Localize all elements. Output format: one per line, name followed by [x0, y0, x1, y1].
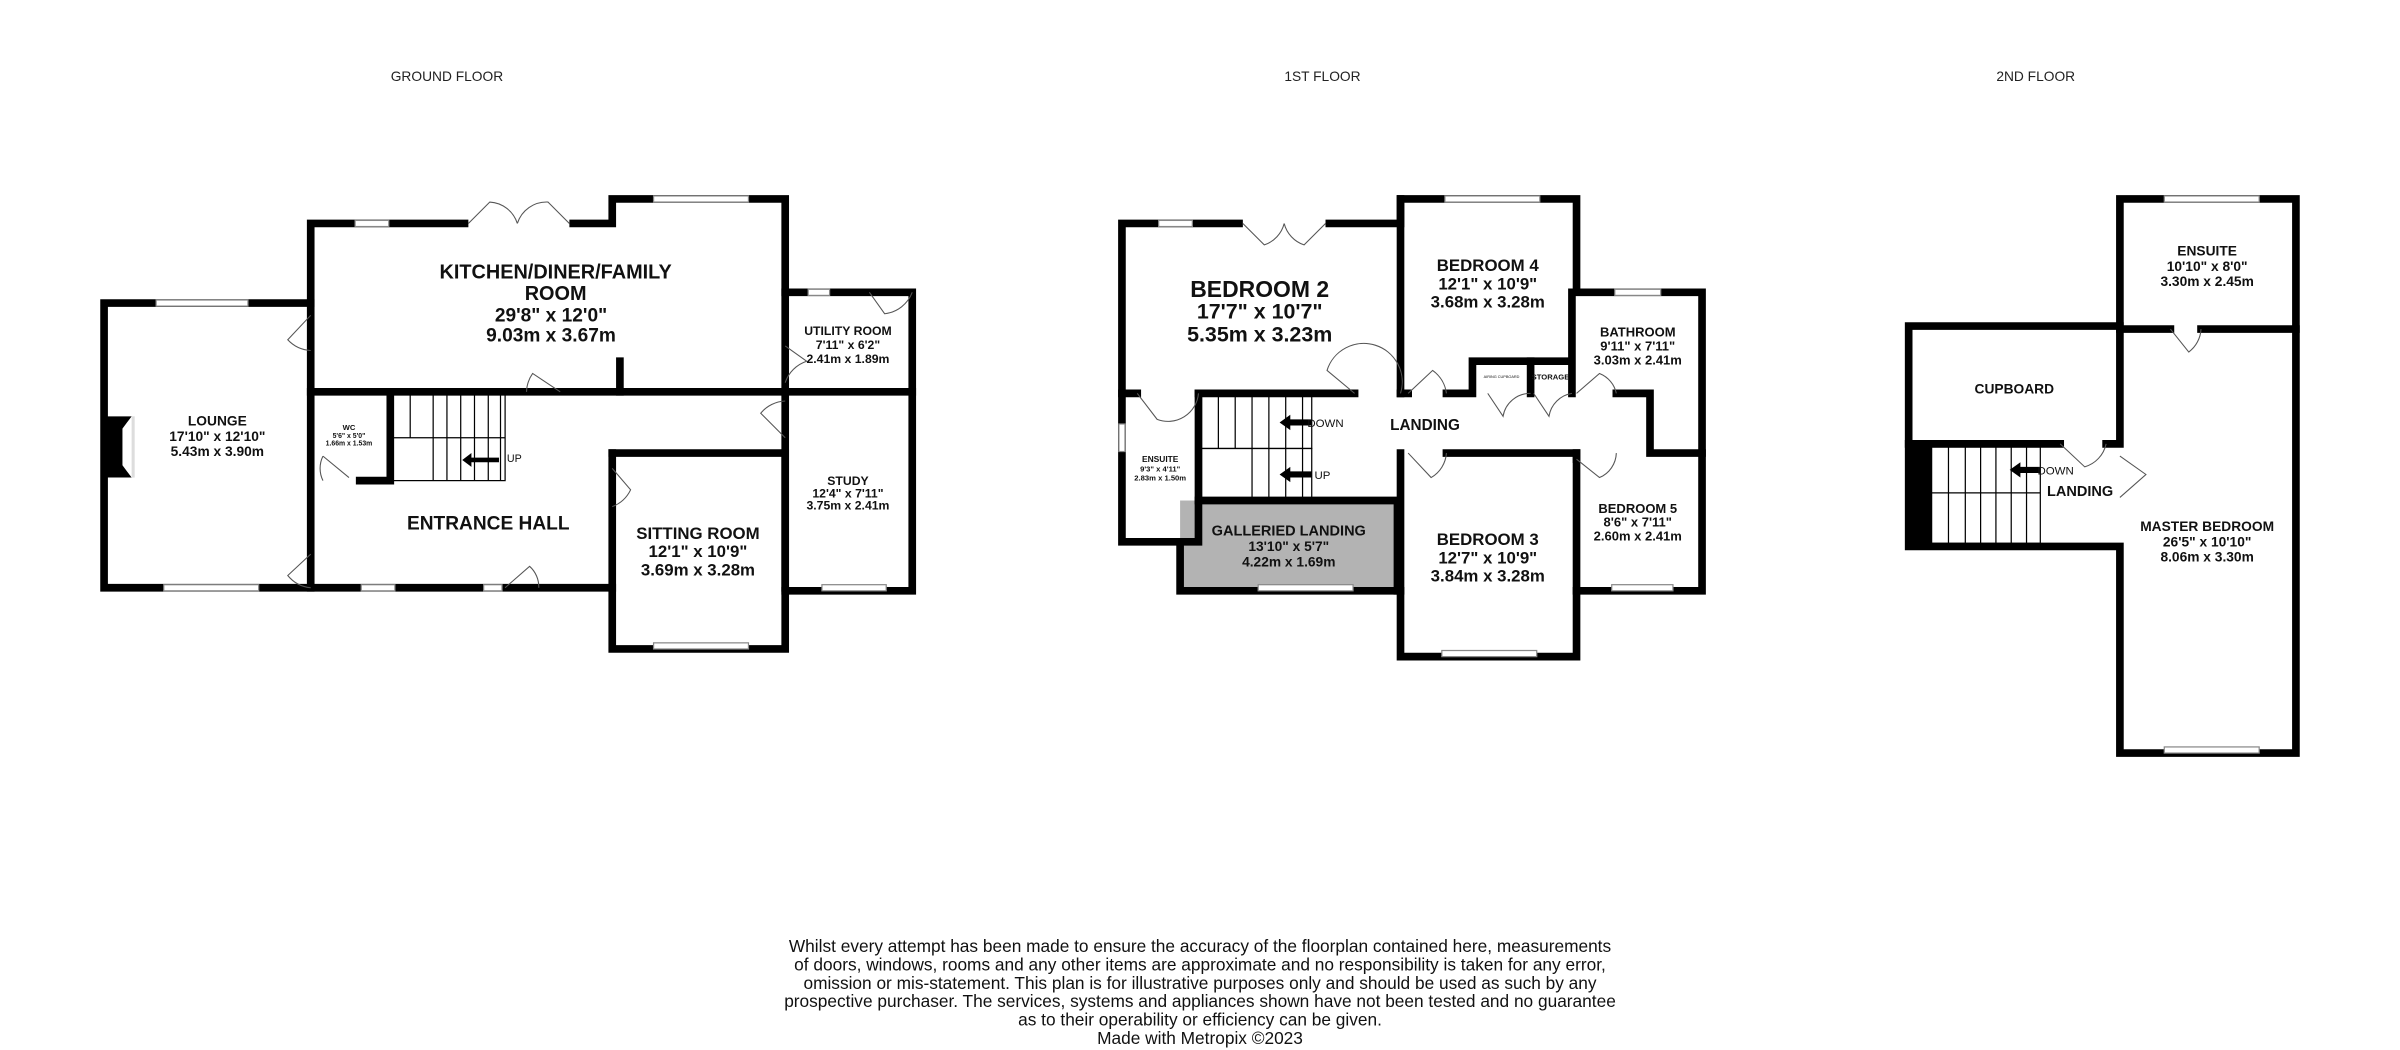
arrow-icon: [462, 453, 499, 467]
svg-text:12'4" x 7'11": 12'4" x 7'11": [812, 486, 883, 500]
svg-text:BEDROOM 4: BEDROOM 4: [1437, 256, 1540, 275]
svg-text:as to their operability or eff: as to their operability or efficiency ca…: [1018, 1010, 1382, 1030]
svg-text:8.06m x 3.30m: 8.06m x 3.30m: [2160, 550, 2253, 565]
staircase: DOWN: [1931, 446, 2074, 544]
svg-text:1.66m x 1.53m: 1.66m x 1.53m: [326, 440, 373, 447]
galleried-landing-fill: [1180, 500, 1398, 591]
svg-text:29'8" x 12'0": 29'8" x 12'0": [495, 305, 607, 326]
svg-text:5'6" x 5'0": 5'6" x 5'0": [333, 433, 366, 440]
ground-floor-plan: UP KITCHEN/DINER/FAMILY ROOM 29'8" x 12'…: [100, 195, 917, 653]
arrow-icon: [1279, 414, 1312, 431]
svg-text:omission or mis-statement. Thi: omission or mis-statement. This plan is …: [803, 973, 1596, 993]
room-master-bedroom: MASTER BEDROOM 26'5" x 10'10" 8.06m x 3.…: [2140, 519, 2274, 565]
svg-text:LOUNGE: LOUNGE: [188, 414, 247, 429]
svg-text:17'10" x 12'10": 17'10" x 12'10": [169, 429, 265, 444]
svg-text:3.84m x 3.28m: 3.84m x 3.28m: [1431, 567, 1545, 586]
svg-text:UTILITY ROOM: UTILITY ROOM: [804, 324, 891, 338]
room-wc: WC 5'6" x 5'0" 1.66m x 1.53m: [326, 423, 373, 447]
stairs-up-label: UP: [1314, 470, 1330, 482]
disclaimer: Whilst every attempt has been made to en…: [784, 936, 1616, 1048]
room-lounge: LOUNGE 17'10" x 12'10" 5.43m x 3.90m: [169, 414, 265, 460]
copyright: Made with Metropix ©2023: [1097, 1028, 1303, 1048]
fireplace: [107, 416, 132, 478]
room-utility: UTILITY ROOM 7'11" x 6'2" 2.41m x 1.89m: [804, 324, 891, 366]
svg-text:of doors, windows, rooms and a: of doors, windows, rooms and any other i…: [794, 954, 1606, 974]
arrow-icon: [2009, 462, 2041, 478]
svg-text:9'11" x 7'11": 9'11" x 7'11": [1600, 339, 1675, 354]
svg-text:3.75m x 2.41m: 3.75m x 2.41m: [806, 499, 889, 513]
room-landing: LANDING: [1390, 417, 1460, 434]
svg-text:GALLERIED LANDING: GALLERIED LANDING: [1212, 524, 1366, 540]
svg-text:2.41m x 1.89m: 2.41m x 1.89m: [806, 352, 889, 366]
staircase: UP: [392, 394, 522, 482]
svg-text:2.83m x 1.50m: 2.83m x 1.50m: [1134, 474, 1186, 483]
svg-text:3.68m x 3.28m: 3.68m x 3.28m: [1431, 293, 1545, 312]
svg-text:9.03m x 3.67m: 9.03m x 3.67m: [486, 325, 616, 346]
stairs-down-label: DOWN: [2037, 465, 2073, 477]
room-bedroom-5: BEDROOM 5 8'6" x 7'11" 2.60m x 2.41m: [1594, 501, 1682, 544]
svg-text:2.60m x 2.41m: 2.60m x 2.41m: [1594, 528, 1682, 543]
svg-text:17'7" x 10'7": 17'7" x 10'7": [1197, 299, 1323, 323]
room-landing-2nd: LANDING: [2047, 484, 2113, 500]
svg-text:26'5" x 10'10": 26'5" x 10'10": [2163, 534, 2251, 549]
floor-title-first: 1ST FLOOR: [1284, 69, 1360, 84]
svg-text:ENSUITE: ENSUITE: [2177, 244, 2237, 259]
room-airing-cupboard: AIRING CUPBOARD: [1484, 375, 1520, 379]
svg-text:WC: WC: [343, 423, 356, 432]
svg-text:3.30m x 2.45m: 3.30m x 2.45m: [2160, 274, 2253, 289]
svg-text:KITCHEN/DINER/FAMILY: KITCHEN/DINER/FAMILY: [439, 262, 671, 284]
floor-title-ground: GROUND FLOOR: [391, 69, 503, 84]
second-floor-plan: DOWN ENSUITE 10'10" x 8'0" 3.30m x 2.45m…: [1904, 195, 2300, 757]
first-floor-plan: DOWN UP BEDROOM 2 17'7" x 10'7" 5.35m x …: [1118, 195, 1706, 661]
svg-text:9'3" x 4'11": 9'3" x 4'11": [1140, 464, 1181, 473]
svg-text:3.03m x 2.41m: 3.03m x 2.41m: [1594, 352, 1682, 367]
arrow-icon: [1279, 466, 1312, 483]
room-cupboard: CUPBOARD: [1975, 381, 2055, 396]
room-ensuite-2nd: ENSUITE 10'10" x 8'0" 3.30m x 2.45m: [2160, 244, 2253, 290]
svg-text:12'1" x 10'9": 12'1" x 10'9": [649, 542, 748, 561]
room-bathroom: BATHROOM 9'11" x 7'11" 3.03m x 2.41m: [1594, 325, 1682, 368]
room-bedroom-3: BEDROOM 3 12'7" x 10'9" 3.84m x 3.28m: [1431, 530, 1545, 586]
stairs-up-label: UP: [507, 453, 522, 465]
svg-text:3.69m x 3.28m: 3.69m x 3.28m: [641, 561, 755, 580]
room-galleried-landing: GALLERIED LANDING 13'10" x 5'7" 4.22m x …: [1212, 524, 1366, 570]
svg-text:prospective purchaser. The ser: prospective purchaser. The services, sys…: [784, 991, 1616, 1011]
room-storage: STORAGE: [1532, 373, 1570, 382]
svg-text:MASTER BEDROOM: MASTER BEDROOM: [2140, 519, 2274, 534]
svg-text:BEDROOM 5: BEDROOM 5: [1598, 501, 1677, 516]
svg-text:BATHROOM: BATHROOM: [1600, 325, 1676, 340]
room-kitchen: KITCHEN/DINER/FAMILY ROOM 29'8" x 12'0" …: [439, 262, 671, 347]
floor-title-second: 2ND FLOOR: [1996, 69, 2075, 84]
svg-text:ENSUITE: ENSUITE: [1142, 454, 1179, 464]
room-bedroom-2: BEDROOM 2 17'7" x 10'7" 5.35m x 3.23m: [1187, 276, 1332, 346]
svg-text:13'10" x 5'7": 13'10" x 5'7": [1248, 539, 1329, 554]
room-ensuite: ENSUITE 9'3" x 4'11" 2.83m x 1.50m: [1134, 454, 1186, 482]
svg-text:10'10" x 8'0": 10'10" x 8'0": [2167, 259, 2248, 274]
room-entrance-hall: ENTRANCE HALL: [407, 514, 570, 535]
svg-text:ROOM: ROOM: [525, 283, 587, 305]
staircase: DOWN UP: [1200, 394, 1344, 500]
svg-text:SITTING ROOM: SITTING ROOM: [636, 524, 759, 543]
room-bedroom-4: BEDROOM 4 12'1" x 10'9" 3.68m x 3.28m: [1431, 256, 1545, 312]
stairs-down-label: DOWN: [1307, 418, 1343, 430]
svg-text:STUDY: STUDY: [827, 474, 868, 488]
room-sitting-room: SITTING ROOM 12'1" x 10'9" 3.69m x 3.28m: [636, 524, 759, 580]
room-study: STUDY 12'4" x 7'11" 3.75m x 2.41m: [806, 474, 889, 512]
svg-text:12'7" x 10'9": 12'7" x 10'9": [1438, 548, 1537, 567]
svg-text:BEDROOM 2: BEDROOM 2: [1190, 276, 1329, 302]
svg-text:Whilst every attempt has been: Whilst every attempt has been made to en…: [789, 936, 1612, 956]
svg-text:5.35m x 3.23m: 5.35m x 3.23m: [1187, 322, 1332, 346]
svg-text:BEDROOM 3: BEDROOM 3: [1437, 530, 1539, 549]
svg-text:4.22m x 1.69m: 4.22m x 1.69m: [1242, 554, 1335, 569]
svg-text:5.43m x 3.90m: 5.43m x 3.90m: [171, 444, 264, 459]
svg-text:12'1" x 10'9": 12'1" x 10'9": [1438, 274, 1537, 293]
svg-text:8'6" x 7'11": 8'6" x 7'11": [1604, 515, 1672, 530]
svg-text:7'11" x 6'2": 7'11" x 6'2": [816, 338, 880, 352]
